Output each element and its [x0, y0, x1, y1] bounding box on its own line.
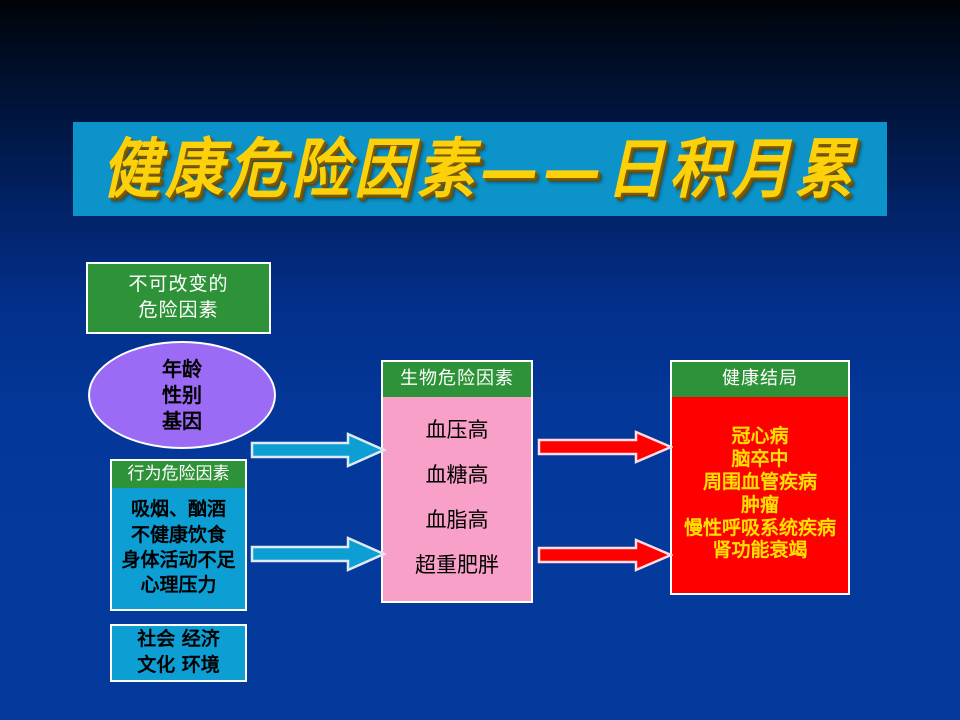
arrow-biological-to-outcome-bottom-icon	[537, 538, 673, 572]
biological-line-3: 血脂高	[425, 508, 489, 533]
ellipse-line-sex: 性别	[162, 383, 202, 407]
biological-line-4: 超重肥胖	[415, 553, 499, 578]
behavior-line-3: 身体活动不足	[121, 548, 236, 571]
social-line-2: 文化 环境	[137, 654, 220, 676]
box-behavioral-body: 吸烟、酗酒 不健康饮食 身体活动不足 心理压力	[112, 488, 245, 609]
box-outcome-body: 冠心病 脑卒中 周围血管疾病 肿瘤 慢性呼吸系统疾病 肾功能衰竭	[672, 397, 848, 594]
box-unchangeable-risk-factors: 不可改变的 危险因素	[86, 262, 271, 334]
behavior-line-4: 心理压力	[140, 573, 217, 596]
box-behavioral-header: 行为危险因素	[112, 461, 245, 489]
arrow-biological-to-outcome-top-icon	[537, 430, 673, 464]
social-line-1: 社会 经济	[137, 628, 220, 651]
box-biological-header: 生物危险因素	[383, 362, 531, 397]
biological-line-2: 血糖高	[425, 463, 489, 488]
outcome-line-1: 冠心病	[731, 425, 789, 448]
outcome-line-3: 周围血管疾病	[702, 470, 817, 493]
arrow-behavior-to-biological-icon	[250, 536, 386, 572]
box-social-body: 社会 经济 文化 环境	[137, 626, 220, 680]
arrow-demographics-to-biological-icon	[250, 432, 386, 468]
ellipse-line-gene: 基因	[162, 409, 202, 433]
box-health-outcome: 健康结局 冠心病 脑卒中 周围血管疾病 肿瘤 慢性呼吸系统疾病 肾功能衰竭	[670, 360, 850, 595]
ellipse-demographic-factors: 年龄 性别 基因	[88, 341, 276, 449]
outcome-line-4: 肿瘤	[740, 493, 779, 516]
title-banner: 健康危险因素——日积月累	[73, 122, 887, 216]
page-title: 健康危险因素——日积月累	[101, 130, 858, 208]
outcome-line-5: 慢性呼吸系统疾病	[683, 516, 836, 539]
ellipse-line-age: 年龄	[162, 357, 202, 381]
box-social-environment-factors: 社会 经济 文化 环境	[110, 624, 247, 682]
box-unchangeable-line-2: 危险因素	[138, 299, 219, 321]
box-biological-body: 血压高 血糖高 血脂高 超重肥胖	[383, 397, 531, 602]
box-unchangeable-line-1: 不可改变的	[128, 273, 229, 296]
biological-line-1: 血压高	[425, 418, 489, 443]
behavior-line-2: 不健康饮食	[130, 523, 226, 546]
box-behavioral-risk-factors: 行为危险因素 吸烟、酗酒 不健康饮食 身体活动不足 心理压力	[110, 459, 247, 611]
box-outcome-header: 健康结局	[672, 362, 848, 397]
outcome-line-6: 肾功能衰竭	[712, 539, 808, 562]
behavior-line-1: 吸烟、酗酒	[130, 498, 226, 521]
box-unchangeable-body: 不可改变的 危险因素	[128, 264, 228, 332]
ellipse-demographic-body: 年龄 性别 基因	[162, 356, 202, 434]
outcome-line-2: 脑卒中	[731, 448, 789, 471]
box-biological-risk-factors: 生物危险因素 血压高 血糖高 血脂高 超重肥胖	[381, 360, 533, 603]
